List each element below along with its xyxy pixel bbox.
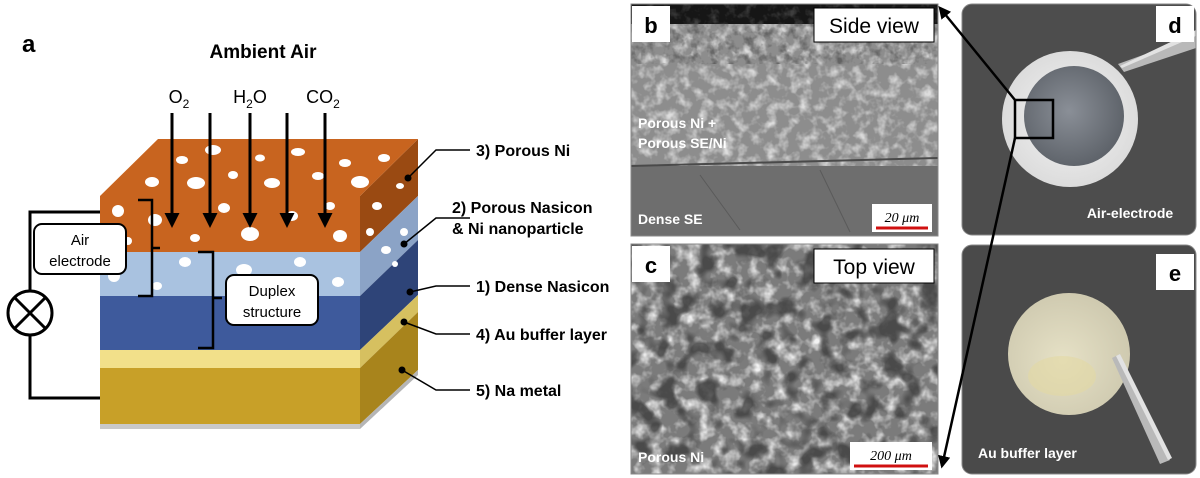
duplex-brace xyxy=(198,250,222,350)
tweezer-e xyxy=(1112,354,1170,464)
air-electrode-callout: Air electrode xyxy=(33,223,127,275)
ambient-air-title: Ambient Air xyxy=(210,42,318,63)
label-dense-nasicon: 1) Dense Nasicon xyxy=(476,279,609,296)
svg-text:Air: Air xyxy=(71,232,89,249)
panel-a-letter: a xyxy=(22,31,36,58)
circuit-wire xyxy=(28,210,100,400)
panel-e-letter-box xyxy=(1156,254,1194,290)
air-electrode-photo-label: Air-electrode xyxy=(1087,205,1174,221)
panel-d: d Air-electrode xyxy=(961,3,1197,236)
label-porous-nasicon-2: & Ni nanoparticle xyxy=(452,221,584,238)
front-na-metal xyxy=(100,368,360,424)
label-porous-nasicon-1: 2) Porous Nasicon xyxy=(452,200,592,217)
panel-b-letter: b xyxy=(644,13,657,38)
side-porous-nasicon xyxy=(360,196,418,296)
gas-label-co2: CO2 xyxy=(306,87,340,111)
panel-b-letter-box xyxy=(632,6,670,42)
base-shadow xyxy=(100,424,360,429)
au-buffer-photo-label: Au buffer layer xyxy=(978,445,1077,461)
scale-label-b: 20 μm xyxy=(885,211,920,226)
leader-lines xyxy=(401,149,470,391)
side-au-buffer xyxy=(360,295,418,368)
top-porous-ni xyxy=(100,139,418,196)
label-porous-ni: 3) Porous Ni xyxy=(476,143,570,160)
leader-dots xyxy=(398,174,414,374)
top-view-label: Top view xyxy=(833,256,916,279)
zoom-box-d xyxy=(1013,98,1055,140)
side-view-box xyxy=(813,7,935,43)
panel-e: e Au buffer layer xyxy=(961,244,1197,475)
svg-text:Duplex: Duplex xyxy=(249,283,296,300)
side-dense-nasicon xyxy=(360,240,418,350)
panel-c-letter-box xyxy=(632,246,670,282)
side-view-label: Side view xyxy=(829,15,920,38)
cell-block xyxy=(100,113,418,429)
sem-label-porous-ni: Porous Ni xyxy=(638,449,704,465)
panel-c: c Top view Porous Ni 200 μm xyxy=(630,243,939,475)
gas-arrows xyxy=(164,113,333,228)
sem-label-porous-1: Porous Ni + xyxy=(638,115,716,131)
panel-a: a Ambient Air O2 H2O CO2 xyxy=(6,31,609,429)
connector-arrows xyxy=(938,6,1017,469)
svg-text:electrode: electrode xyxy=(49,253,111,270)
tweezer-d xyxy=(1118,36,1196,72)
air-electrode-disk xyxy=(1024,66,1124,166)
duplex-structure-callout: Duplex structure xyxy=(225,274,319,326)
label-au-buffer: 4) Au buffer layer xyxy=(476,327,607,344)
panel-b: b Side view Porous Ni + Porous SE/Ni Den… xyxy=(630,3,939,237)
au-buffer-disk xyxy=(1008,293,1130,415)
side-na-metal xyxy=(360,312,418,424)
label-na-metal: 5) Na metal xyxy=(476,383,561,400)
panel-d-letter: d xyxy=(1168,13,1181,38)
svg-text:structure: structure xyxy=(243,304,301,321)
front-au-buffer xyxy=(100,350,360,368)
sem-label-dense: Dense SE xyxy=(638,211,703,227)
sem-label-porous-2: Porous SE/Ni xyxy=(638,135,727,151)
lamp-symbol xyxy=(6,289,54,337)
scale-label-c: 200 μm xyxy=(870,449,912,464)
gas-label-h2o: H2O xyxy=(233,87,267,111)
air-electrode-brace xyxy=(138,198,160,298)
panel-c-letter: c xyxy=(645,253,657,278)
panel-d-letter-box xyxy=(1156,6,1194,42)
side-porous-ni xyxy=(360,139,418,252)
top-view-box xyxy=(813,248,935,284)
gas-label-o2: O2 xyxy=(169,87,190,111)
front-porous-ni xyxy=(100,196,360,252)
panel-e-letter: e xyxy=(1169,261,1181,286)
